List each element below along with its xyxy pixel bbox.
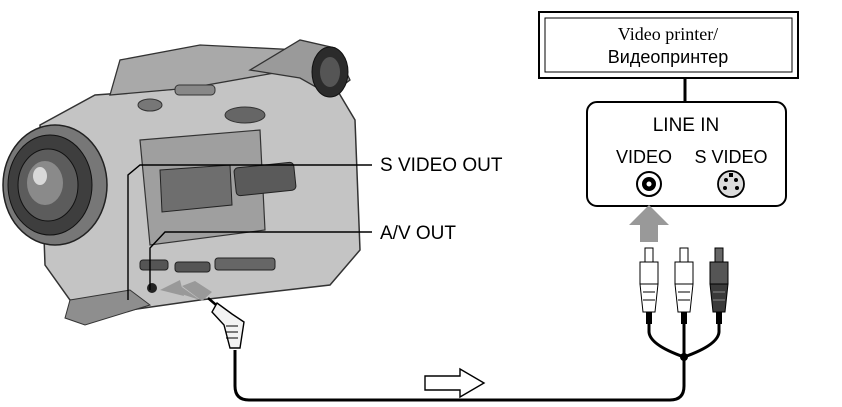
- rca-plug-video: [639, 247, 659, 324]
- av-connect-arrow-icon: [160, 280, 212, 301]
- svideo-jack-label: S VIDEO: [694, 147, 767, 167]
- mini-plug: [207, 297, 245, 349]
- line-in-title: LINE IN: [653, 115, 720, 136]
- camcorder-illustration: [2, 39, 361, 326]
- rca-plugs: [639, 247, 729, 361]
- printer-name-line1: Video printer/: [618, 24, 718, 44]
- callout-lines: [127, 164, 372, 300]
- video-printer-box: Video printer/ Видеопринтер: [538, 11, 799, 79]
- rca-plug-audio-left: [674, 247, 694, 324]
- av-cable: [233, 350, 686, 402]
- line-in-panel: LINE IN VIDEO S VIDEO: [586, 101, 787, 207]
- signal-flow-arrow-icon: [424, 367, 486, 399]
- svideo-out-label: S VIDEO OUT: [380, 155, 503, 176]
- connect-up-arrow-icon: [629, 205, 669, 242]
- video-jack-label: VIDEO: [616, 147, 672, 167]
- av-out-leader: [149, 231, 372, 290]
- rca-plug-audio-right: [709, 247, 729, 324]
- av-out-label: A/V OUT: [380, 223, 456, 244]
- printer-name-line2: Видеопринтер: [608, 47, 728, 67]
- svideo-din-jack: [717, 170, 745, 198]
- svideo-out-leader: [127, 164, 372, 300]
